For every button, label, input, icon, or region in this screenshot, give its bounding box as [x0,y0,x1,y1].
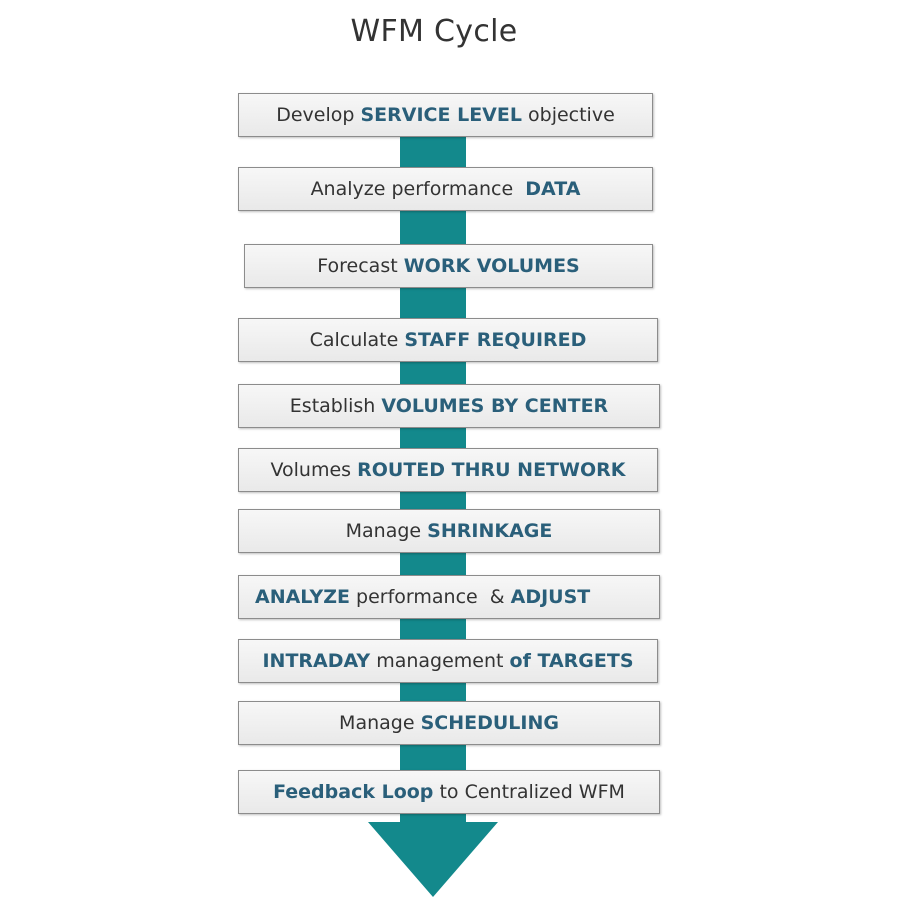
step-text-prefix: Develop [276,104,361,126]
step-text-suffix: to Centralized WFM [433,781,625,803]
step-feedback-loop: Feedback Loop to Centralized WFM [238,770,660,814]
step-keyword: SERVICE LEVEL [360,104,522,126]
step-keyword: Feedback Loop [273,781,434,803]
step-text-prefix: Forecast [317,255,404,277]
diagram-title: WFM Cycle [350,14,518,49]
step-scheduling: Manage SCHEDULING [238,701,660,745]
step-text-middle: performance & [349,586,511,608]
step-keyword-secondary: ADJUST [510,586,591,608]
step-performance-data: Analyze performance DATA [238,167,653,211]
step-staff-required: Calculate STAFF REQUIRED [238,318,658,362]
step-routed-network: Volumes ROUTED THRU NETWORK [238,448,658,492]
step-text-middle: management [370,650,510,672]
step-service-level: Develop SERVICE LEVEL objective [238,93,653,137]
step-volumes-by-center: Establish VOLUMES BY CENTER [238,384,660,428]
step-intraday-targets: INTRADAY management of TARGETS [238,639,658,683]
step-text-prefix: Calculate [309,329,405,351]
step-keyword: SHRINKAGE [427,520,553,542]
step-keyword: INTRADAY [262,650,371,672]
step-keyword: ROUTED THRU NETWORK [357,459,626,481]
step-keyword: VOLUMES BY CENTER [381,395,609,417]
step-text-prefix: Manage [339,712,421,734]
step-analyze-adjust: ANALYZE performance & ADJUST [238,575,660,619]
step-keyword: STAFF REQUIRED [404,329,587,351]
step-text-prefix: Establish [289,395,382,417]
step-keyword: DATA [525,178,581,200]
step-shrinkage: Manage SHRINKAGE [238,509,660,553]
step-keyword: WORK VOLUMES [403,255,580,277]
step-keyword: SCHEDULING [420,712,559,734]
step-keyword-secondary: of TARGETS [509,650,634,672]
step-text-prefix: Volumes [270,459,358,481]
step-keyword: ANALYZE [255,586,350,608]
step-text-suffix: objective [521,104,615,126]
step-text-prefix: Analyze performance [310,178,526,200]
step-work-volumes: Forecast WORK VOLUMES [244,244,653,288]
step-text-prefix: Manage [345,520,428,542]
